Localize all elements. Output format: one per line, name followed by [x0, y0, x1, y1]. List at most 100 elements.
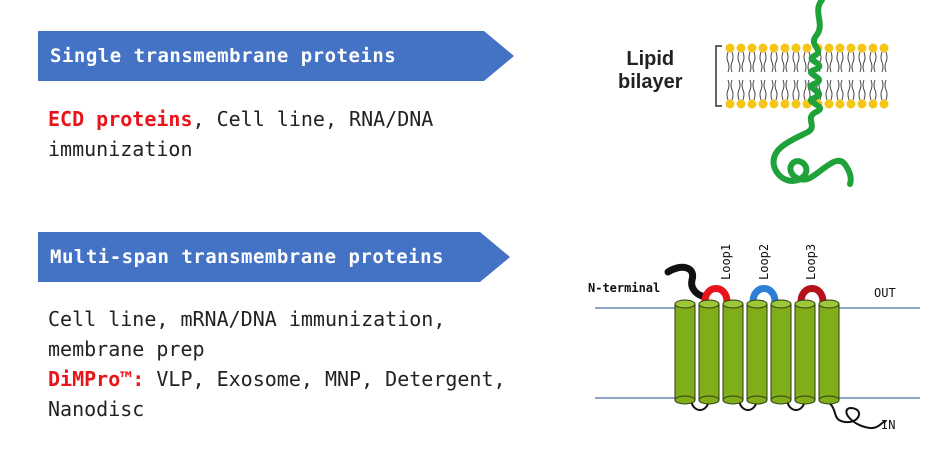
lipid-tail [829, 79, 833, 101]
n-terminal-tail [664, 263, 706, 300]
helix-5 [770, 303, 792, 401]
helix-cap [722, 299, 744, 309]
lipid-bilayer [725, 43, 889, 109]
lipid-head [725, 43, 735, 53]
lipid-head [791, 43, 801, 53]
lipid-head [868, 43, 878, 53]
lipid-tail [807, 51, 811, 73]
lipid-label-line2: bilayer [618, 71, 683, 93]
lipid-tail [737, 79, 741, 101]
lipid-tail [869, 79, 873, 101]
lipid-tail [873, 51, 877, 73]
lipid-tail [759, 51, 763, 73]
single-pass-membrane-figure [715, 0, 889, 187]
lipid-tail [763, 79, 767, 101]
lipid-tail [785, 51, 789, 73]
lipid-tail [785, 79, 789, 101]
lipid-tail [869, 51, 873, 73]
section2-line2: membrane prep [48, 337, 205, 361]
lipid-tail [792, 79, 796, 101]
lipid-tail [847, 79, 851, 101]
helix-4 [746, 303, 768, 401]
lipid-tail [730, 79, 734, 101]
helix-1 [674, 303, 696, 401]
lipid-tail [781, 51, 785, 73]
lipid-tail [792, 51, 796, 73]
helix-cap [698, 299, 720, 309]
helix-cap [818, 299, 840, 309]
lipid-head [857, 99, 867, 109]
lipid-tail [770, 79, 774, 101]
helix-bottom [698, 395, 720, 405]
lipid-head [791, 99, 801, 109]
lipid-tail [873, 79, 877, 101]
section2-line4: Nanodisc [48, 397, 145, 421]
lipid-tail [829, 51, 833, 73]
lipid-tail [730, 51, 734, 73]
lipid-head [769, 43, 779, 53]
lipid-tail [752, 79, 756, 101]
section2-line3: VLP, Exosome, MNP, Detergent, [144, 367, 506, 391]
lipid-tail [858, 79, 862, 101]
helix-7 [818, 303, 840, 401]
lipid-head [802, 43, 812, 53]
lipid-tail [748, 79, 752, 101]
banner-arrow-shape [38, 31, 514, 81]
protein-strand [770, 0, 854, 187]
banner-arrow-shape [38, 232, 510, 282]
lipid-tail [880, 79, 884, 101]
helix-bottom [674, 395, 696, 405]
section2-title: Multi-span transmembrane proteins [50, 246, 444, 268]
lipid-tail [840, 51, 844, 73]
lipid-head [835, 43, 845, 53]
lipid-tail [884, 51, 888, 73]
lipid-head [879, 43, 889, 53]
lipid-tail [737, 51, 741, 73]
lipid-label-line1: Lipid [626, 48, 675, 70]
lipid-head [780, 99, 790, 109]
lipid-tail [803, 79, 807, 101]
lipid-bilayer-label: Lipid bilayer [618, 48, 682, 94]
loop1-arc [701, 285, 731, 303]
loop3-arc [797, 285, 827, 303]
lipid-head [835, 99, 845, 109]
lipid-tail [741, 51, 745, 73]
helix-3 [722, 303, 744, 401]
section1-line2: immunization [48, 137, 193, 161]
lipid-tail [847, 51, 851, 73]
banner-single-transmembrane: Single transmembrane proteins [38, 31, 514, 81]
lipid-head [758, 43, 768, 53]
lipid-tail [862, 51, 866, 73]
lipid-head [879, 99, 889, 109]
lipid-head [857, 43, 867, 53]
lipid-tail [825, 51, 829, 73]
lipid-tail [759, 79, 763, 101]
helix-bottom [770, 395, 792, 405]
lipid-head [736, 43, 746, 53]
lipid-tail [752, 51, 756, 73]
helix-bottom [794, 395, 816, 405]
lipid-head [747, 99, 757, 109]
ecd-proteins-highlight: ECD proteins [48, 107, 193, 131]
lipid-tail [851, 51, 855, 73]
lipid-head [736, 99, 746, 109]
lipid-head [758, 99, 768, 109]
lipid-tail [770, 51, 774, 73]
n-terminal-label: N-terminal [588, 281, 661, 295]
multi-span-membrane-figure: Loop1 Loop2 Loop3 [595, 244, 920, 430]
lipid-head [868, 99, 878, 109]
lipid-tail [880, 51, 884, 73]
lipid-head [846, 43, 856, 53]
lipid-tail [836, 51, 840, 73]
lipid-tail [807, 79, 811, 101]
section2-line1: Cell line, mRNA/DNA immunization, [48, 307, 446, 331]
section1-methods: ECD proteins, Cell line, RNA/DNA immuniz… [48, 104, 433, 164]
lipid-tail [884, 79, 888, 101]
lipid-tail [803, 51, 807, 73]
lipid-head [846, 99, 856, 109]
section1-line1: , Cell line, RNA/DNA [192, 107, 434, 131]
helix-bottom [818, 395, 840, 405]
helix-cap [674, 299, 696, 309]
lipid-tail [726, 51, 730, 73]
helix-cap [746, 299, 768, 309]
